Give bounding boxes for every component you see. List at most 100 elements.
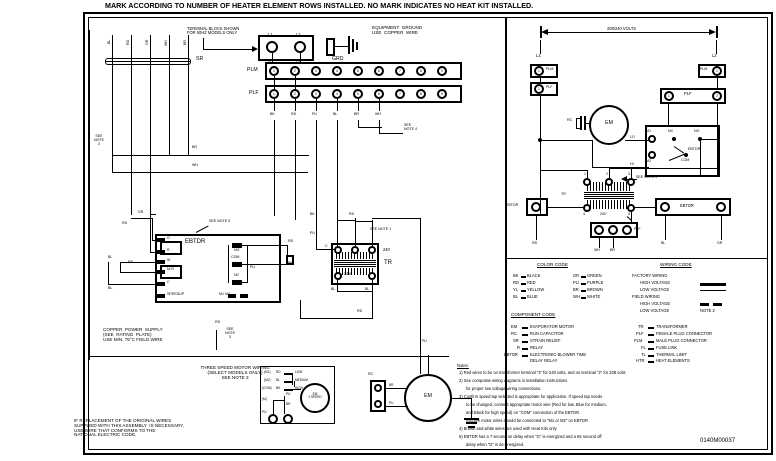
tr-schematic-label: TR [561, 192, 566, 196]
cc-left-name-2: YELLOW [527, 287, 545, 292]
comp-right-name-3: FUSE LINK [656, 345, 678, 350]
tap-m2-label: (M2) [264, 378, 271, 382]
top-header-note: MARK ACCORDING TO NUMBER OF HEATER ELEME… [105, 1, 534, 10]
tag-rd-tr: RD [357, 309, 363, 313]
l2-label-block: L2 [296, 32, 301, 37]
plm-row-label: PLM [247, 67, 258, 73]
ebtdr-no-schematic: NO [694, 129, 700, 133]
plm-term-8: 8 [420, 68, 422, 73]
note-item-4: to be changed, connect appropriate motor… [466, 402, 607, 407]
ebtdr-term-g: G [167, 236, 170, 240]
tag-br-plf3: BR [610, 248, 615, 252]
l1-to-motor [540, 140, 592, 141]
wc-g1-row0-sample [700, 303, 726, 306]
tag-bl-ebtdr1: BL [108, 255, 113, 259]
plm-left-term-num: 1 [538, 68, 540, 73]
tag-bl-lv: BL [661, 241, 666, 245]
note-item-3: 3) Confirm speed tap selected is appropr… [459, 394, 603, 399]
em-pictorial-label: EM [424, 393, 432, 399]
tag-bl-tr2: BL [365, 287, 370, 291]
tag-rd-right1: RD [288, 239, 294, 243]
plf-term-4: 4 [336, 91, 338, 96]
comp-left-abbr-4: EBTDR [504, 352, 518, 357]
ebtdr-pictorial-label: EBTDR [185, 239, 206, 245]
rc-pictorial-label: RC [368, 372, 374, 376]
comp-left-name-0: EVAPORATOR MOTOR [530, 324, 575, 329]
ebtdr-speedup-label: SPEEDUP [167, 292, 185, 296]
ebtdr-no-label: NO [234, 248, 240, 252]
plm-term-6: 6 [378, 68, 380, 73]
tap-m1-color: RD [276, 370, 281, 374]
cc-right-name-1: PURPLE [587, 280, 604, 285]
plf-term-7: 7 [399, 91, 401, 96]
tr-24v-schematic: 24V [600, 212, 607, 216]
detail-br-label: BR [286, 402, 291, 406]
tag-rd-top: RD [349, 212, 355, 216]
sr-wire-bl [112, 35, 113, 155]
tr-right-branch [420, 218, 421, 348]
part-number: 0140M00037 [700, 438, 736, 444]
tag-rd-lv: RD [532, 241, 538, 245]
component-code-title: COMPONENT CODE [511, 312, 556, 317]
note-item-7: 4) Brown and white wires are used with H… [459, 426, 557, 431]
sr-wire-wh [169, 35, 170, 155]
replacement-note: IF REPLACEMENT OF THE ORIGINAL WIRES SUP… [74, 418, 184, 438]
tr-tap-2: 2 [606, 172, 608, 176]
ebtdr-term-mr: M-R [167, 267, 174, 271]
comp-left-abbr-0: EM [511, 324, 518, 329]
wc-g1-row1-note: NOTE 2 [700, 308, 715, 313]
plm-term-4: 4 [336, 68, 338, 73]
comp-right-name-4: THERMAL LIMIT [656, 352, 688, 357]
comp-right-name-1: FEMALE PLUG CONNECTOR [656, 331, 713, 336]
note-item-8: 5) EBTDR has a 7 second on delay when "G… [459, 434, 602, 439]
diagram-inner-frame [88, 17, 768, 450]
grd-label: GRD [332, 56, 344, 62]
comp-left-name-5: DELAY RELAY [530, 358, 558, 363]
comp-right-name-2: MALE PLUG CONNECTOR [656, 338, 707, 343]
comp-right-name-0: TRANSFORMER [656, 324, 688, 329]
tap-com-speed: HIGH [295, 386, 303, 390]
tag-br-left: BR [192, 145, 197, 149]
wc-group-1-heading: FIELD WIRING [632, 294, 660, 299]
plf-right-term1: 1 [668, 93, 670, 98]
tag-pu-ebtdr: PU [250, 265, 255, 269]
ebtdr-com-schematic: COM [681, 158, 690, 162]
l1-schematic-label: L1 [536, 53, 541, 58]
see-note-1-callout: SEE NOTE 1 [370, 227, 392, 231]
plm-term-3: 3 [315, 68, 317, 73]
tag-bk-top: BK [310, 212, 315, 216]
cc-left-abbr-3: BL [513, 294, 519, 299]
cc-left-name-3: BLUE [527, 294, 538, 299]
tag-br-rc: BR [389, 383, 394, 387]
plf-tag-bl: BL [333, 112, 338, 116]
detail-pu-label: PU [286, 392, 291, 396]
ebtdr-m1-label: M1 [646, 129, 651, 133]
plf-term-9: 9 [441, 91, 443, 96]
cc-left-abbr-0: BK [513, 273, 519, 278]
wc-g0-row1-sample [700, 290, 726, 291]
wc-g0-row1-label: LOW VOLTAGE [640, 287, 670, 292]
comp-left-name-3: RELAY [530, 345, 544, 350]
plm-left-label: PLM [546, 67, 554, 71]
plm-term-1: 1 [273, 68, 275, 73]
plf-tag-pu: PU [312, 112, 317, 116]
tag-rd-note3: RD [215, 320, 221, 324]
tr-24v-label: 24V [344, 271, 352, 276]
plf-term-3: 3 [315, 91, 317, 96]
note-item-1: 2) See composite wiring diagrams in inst… [459, 378, 568, 383]
diagram-outer-frame [83, 12, 773, 455]
tag-gr-lv: GR [717, 241, 723, 245]
ebtdr-term-c: C [167, 280, 170, 284]
ebtdr-schematic-label: EBTDR [688, 147, 701, 151]
ebtdr-m1m2-label: M1 M2 [219, 292, 230, 296]
plf-term-6: 6 [378, 91, 380, 96]
comp-left-name-2: STRAIN RELIEF [530, 338, 561, 343]
wc-g0-row0-label: HIGH VOLTAGE [640, 280, 671, 285]
cc-right-abbr-1: PU [573, 280, 579, 285]
plf-term-8: 8 [420, 91, 422, 96]
hi-label: HI [630, 162, 634, 166]
note-item-2: for proper low voltage wiring connection… [466, 386, 542, 391]
em-schematic-label: EM [605, 120, 613, 126]
wc-g1-row1-label: LOW VOLTAGE [640, 308, 670, 313]
see-note-4-callout: SEE NOTE 4 [404, 123, 417, 131]
